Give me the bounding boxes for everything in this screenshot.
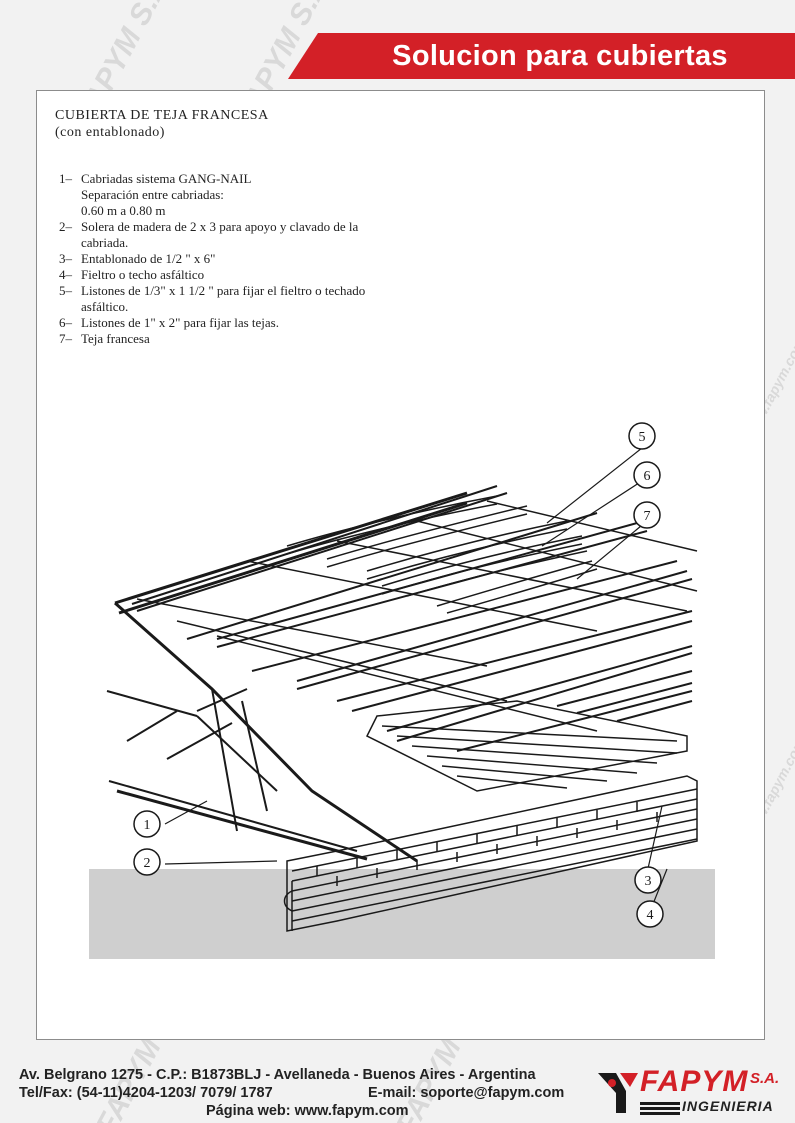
footer-email[interactable]: E-mail: soporte@fapym.com [368, 1085, 565, 1101]
svg-text:5: 5 [639, 430, 646, 445]
board-decking [365, 700, 688, 792]
callout-4: 4 [636, 900, 664, 928]
legend-item: 6–Listones de 1" x 2" para fijar las tej… [59, 315, 279, 330]
document-title: CUBIERTA DE TEJA FRANCESA (con entablona… [55, 107, 269, 141]
logo-brand: FAPYM [640, 1065, 749, 1098]
battens [131, 485, 693, 752]
footer-address: Av. Belgrano 1275 - C.P.: B1873BLJ - Ave… [19, 1067, 536, 1083]
callout-2: 2 [133, 848, 161, 876]
svg-text:4: 4 [647, 908, 654, 923]
footer-phone: Tel/Fax: (54-11)4204-1203/ 7079/ 1787 [19, 1085, 273, 1101]
svg-text:7: 7 [644, 509, 651, 524]
leader-lines [164, 447, 668, 915]
callout-1: 1 [133, 810, 161, 838]
callout-6: 6 [633, 461, 661, 489]
ground-shading [89, 869, 715, 959]
brick-wall [283, 775, 698, 932]
header-band [288, 33, 795, 79]
logo-subtitle: INGENIERIA [682, 1098, 774, 1114]
callouts: 5 6 7 1 2 3 4 [133, 422, 664, 928]
legend-item: 3–Entablonado de 1/2 " x 6" [59, 251, 216, 266]
legend-item: 2–Solera de madera de 2 x 3 para apoyo y… [59, 219, 359, 250]
svg-text:3: 3 [645, 874, 652, 889]
legend-item: 7–Teja francesa [59, 331, 150, 346]
document-title-sub: (con entablonado) [55, 125, 165, 140]
svg-text:1: 1 [144, 818, 151, 833]
logo-bars-icon [640, 1102, 680, 1115]
counter-battens [136, 500, 698, 732]
legend-item: 4–Fieltro o techo asfáltico [59, 267, 205, 282]
callout-7: 7 [633, 501, 661, 529]
document-title-main: CUBIERTA DE TEJA FRANCESA [55, 108, 269, 123]
roof-illustration: 5 6 7 1 2 3 4 [106, 422, 698, 932]
tile-rows [286, 495, 598, 614]
fapym-logo-icon [598, 1073, 638, 1113]
svg-text:6: 6 [644, 469, 651, 484]
callout-5: 5 [628, 422, 656, 450]
legend-item: 5–Listones de 1/3" x 1 1/2 " para fijar … [59, 283, 366, 314]
svg-text:2: 2 [144, 856, 151, 871]
footer-website[interactable]: Página web: www.fapym.com [206, 1103, 409, 1119]
truss-structure [106, 491, 468, 863]
page-title: Solucion para cubiertas [392, 40, 728, 72]
document-sheet: CUBIERTA DE TEJA FRANCESA (con entablona… [36, 90, 765, 1040]
callout-3: 3 [634, 866, 662, 894]
logo-suffix: S.A. [750, 1070, 780, 1087]
